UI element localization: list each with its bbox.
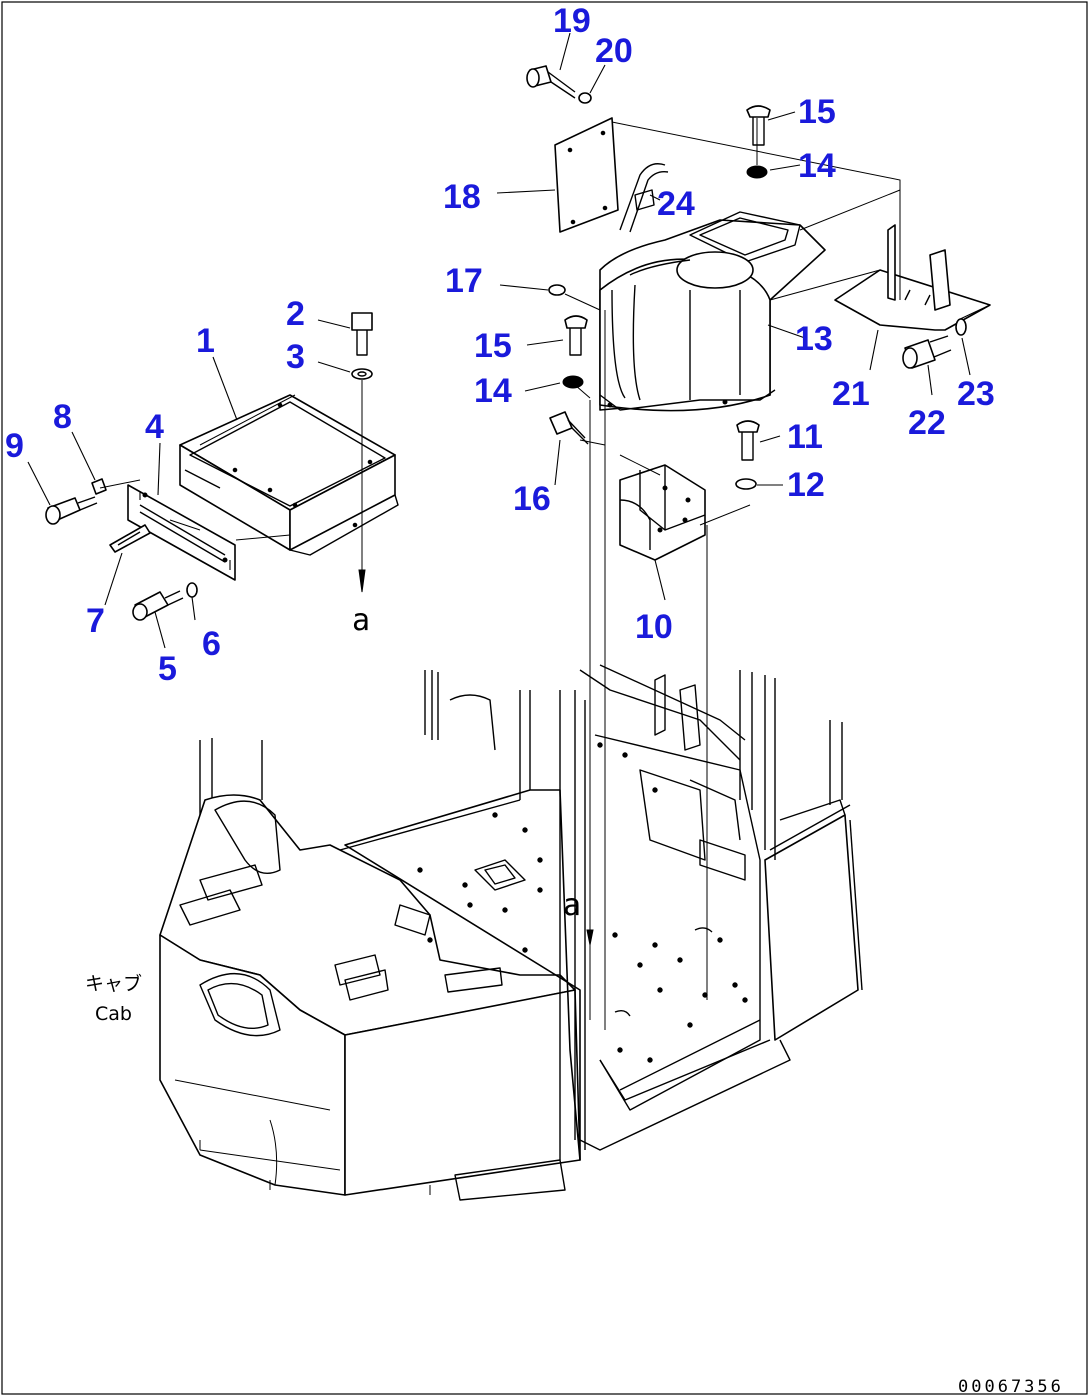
part-13-cover bbox=[599, 211, 826, 412]
cab-body bbox=[159, 664, 863, 1201]
callout-19: 19 bbox=[553, 2, 591, 40]
callout-17: 17 bbox=[445, 262, 483, 300]
callout-22: 22 bbox=[908, 404, 946, 442]
callout-9: 9 bbox=[5, 427, 24, 465]
callout-4: 4 bbox=[145, 408, 164, 446]
part-10-bracket bbox=[619, 464, 706, 561]
callout-14-lower: 14 bbox=[474, 372, 512, 410]
hardware-2-3 bbox=[351, 312, 373, 380]
part-17-ring bbox=[548, 284, 566, 296]
callout-14-upper: 14 bbox=[798, 147, 836, 185]
hardware-left bbox=[45, 478, 198, 621]
part-21-bracket bbox=[834, 224, 991, 331]
callout-5: 5 bbox=[158, 650, 177, 688]
floor-holes bbox=[417, 742, 748, 1063]
callout-2: 2 bbox=[286, 295, 305, 333]
callout-15-upper: 15 bbox=[798, 93, 836, 131]
callout-6: 6 bbox=[202, 625, 221, 663]
callout-21: 21 bbox=[832, 375, 870, 413]
callout-10: 10 bbox=[635, 608, 673, 646]
callout-16: 16 bbox=[513, 480, 551, 518]
callout-7: 7 bbox=[86, 602, 105, 640]
callout-1: 1 bbox=[196, 322, 215, 360]
callout-18: 18 bbox=[443, 178, 481, 216]
part-24-strip bbox=[619, 163, 669, 233]
hardware-22-23 bbox=[902, 318, 967, 369]
callout-15-lower: 15 bbox=[474, 327, 512, 365]
hardware-10-16 bbox=[549, 411, 760, 490]
callout-numbers: 1 2 3 4 5 6 7 8 9 10 11 12 13 14 15 16 1… bbox=[5, 2, 995, 688]
reference-mark-a-lower: a bbox=[563, 888, 581, 923]
callout-12: 12 bbox=[787, 466, 825, 504]
cab-label-japanese: キャブ bbox=[85, 972, 142, 995]
leader-lines bbox=[27, 32, 971, 649]
reference-mark-a-upper: a bbox=[352, 603, 370, 638]
assembly-lines bbox=[99, 118, 991, 1030]
callout-3: 3 bbox=[286, 338, 305, 376]
cab-label-english: Cab bbox=[95, 1003, 132, 1025]
part-1-box bbox=[179, 394, 399, 556]
hardware-14-15-upper bbox=[562, 105, 771, 389]
hardware-19-20 bbox=[526, 65, 592, 104]
callout-13: 13 bbox=[795, 320, 833, 358]
part-18-plate bbox=[554, 117, 619, 233]
callout-23: 23 bbox=[957, 375, 995, 413]
callout-20: 20 bbox=[595, 32, 633, 70]
drawing-number: 00067356 bbox=[958, 1377, 1064, 1397]
callout-24: 24 bbox=[657, 185, 695, 223]
callout-8: 8 bbox=[53, 398, 72, 436]
part-4-plate bbox=[127, 484, 236, 581]
callout-11: 11 bbox=[787, 418, 823, 456]
